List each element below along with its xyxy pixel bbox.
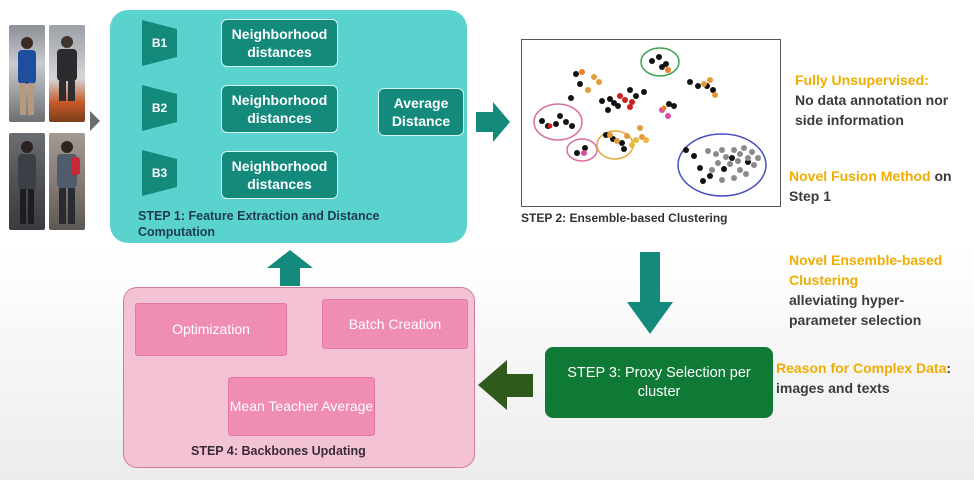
clustering-plot: [521, 39, 781, 207]
backbone-b2-label: B2: [151, 101, 168, 115]
neighborhood-distances-2: Neighborhood distances: [221, 85, 338, 133]
cluster-ring-blue: [677, 133, 767, 197]
person-photo-3: [9, 133, 45, 230]
backbone-b2: B2: [142, 85, 177, 131]
note-fully-unsupervised-text: No data annotation nor side information: [795, 92, 949, 128]
step4-title: STEP 4: Backbones Updating: [191, 444, 366, 458]
note-fully-unsupervised: Fully Unsupervised: No data annotation n…: [795, 70, 970, 130]
batch-creation-box: Batch Creation: [322, 299, 468, 349]
note-fully-unsupervised-highlight: Fully Unsupervised:: [795, 72, 929, 88]
cluster-ring-green: [640, 47, 680, 77]
note-novel-fusion-text: on Step 1: [789, 168, 952, 204]
backbone-b3: B3: [142, 150, 177, 196]
step4-to-step1-arrow: [267, 250, 313, 286]
average-distance-box: Average Distance: [378, 88, 464, 136]
note-complex-data: Reason for Complex Data: images and text…: [776, 358, 966, 398]
step1-title: STEP 1: Feature Extraction and Distance …: [138, 209, 380, 239]
backbone-b3-label: B3: [151, 166, 168, 180]
input-arrow: [90, 111, 100, 131]
note-novel-ensemble-text: alleviating hyper-parameter selection: [789, 292, 922, 328]
step3-proxy-selection: STEP 3: Proxy Selection per cluster: [545, 347, 773, 418]
note-novel-fusion-highlight: Novel Fusion Method: [789, 168, 931, 184]
cluster-ring-pink-2: [566, 138, 598, 162]
note-novel-ensemble: Novel Ensemble-based Clustering alleviat…: [789, 250, 949, 330]
note-complex-data-highlight: Reason for Complex Data: [776, 360, 947, 376]
step3-to-step4-arrow: [478, 360, 533, 410]
cluster-scatter: [533, 47, 767, 197]
neighborhood-distances-3: Neighborhood distances: [221, 151, 338, 199]
step1-to-step2-arrow: [476, 102, 510, 142]
step2-title: STEP 2: Ensemble-based Clustering: [521, 211, 728, 225]
note-novel-fusion: Novel Fusion Method on Step 1: [789, 166, 964, 206]
neighborhood-distances-1: Neighborhood distances: [221, 19, 338, 67]
note-novel-ensemble-highlight: Novel Ensemble-based Clustering: [789, 252, 943, 288]
person-photo-2: [49, 25, 85, 122]
mean-teacher-average-box: Mean Teacher Average: [228, 377, 375, 436]
optimization-box: Optimization: [135, 303, 287, 356]
cluster-ring-pink: [533, 103, 583, 141]
step2-to-step3-arrow: [627, 252, 673, 334]
backbone-b1: B1: [142, 20, 177, 66]
note-complex-data-text: : images and texts: [776, 360, 952, 396]
backbone-b1-label: B1: [151, 36, 168, 50]
person-photo-4: [49, 133, 85, 230]
person-photo-1: [9, 25, 45, 122]
